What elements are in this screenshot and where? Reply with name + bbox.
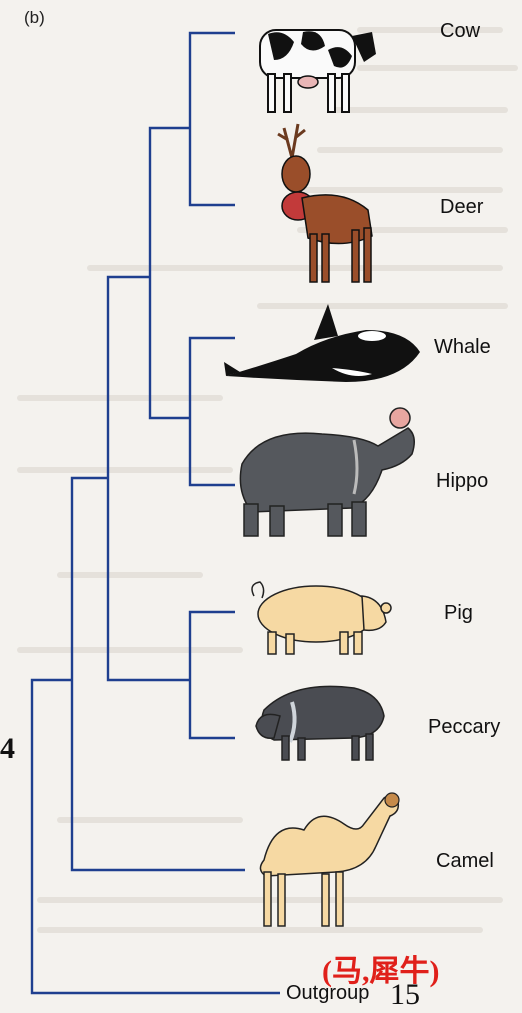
taxon-label-hippo: Hippo (436, 470, 488, 493)
red-annotation: (马,犀牛) (322, 946, 439, 990)
panel-label: (b) (24, 8, 45, 28)
pig-illustration (246, 574, 396, 658)
taxon-label-pig: Pig (444, 602, 473, 625)
cow-illustration (248, 10, 378, 118)
peccary-illustration (252, 676, 392, 762)
hippo-illustration (228, 404, 418, 538)
taxon-label-whale: Whale (434, 336, 491, 359)
taxon-label-peccary: Peccary (428, 716, 500, 739)
whale-illustration (222, 300, 422, 400)
deer-illustration (262, 118, 382, 286)
camel-illustration (244, 790, 404, 930)
side-number: 4 (0, 732, 15, 766)
taxon-label-deer: Deer (440, 196, 483, 219)
taxon-label-camel: Camel (436, 850, 494, 873)
page-number: 15 (390, 978, 420, 1012)
taxon-label-cow: Cow (440, 20, 480, 43)
